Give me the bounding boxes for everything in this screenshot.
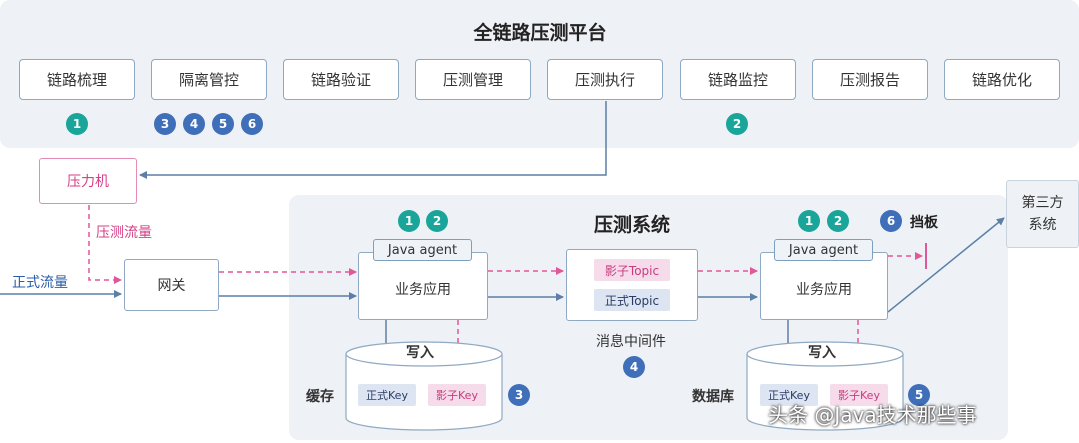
- business-app-right: 业务应用: [760, 252, 888, 320]
- agent-right-badge-1: 1: [798, 210, 820, 232]
- db-label: 数据库: [692, 389, 734, 405]
- db-cylinder: [746, 341, 904, 431]
- cache-shadow-key: 影子Key: [428, 384, 486, 406]
- badge-1: 1: [66, 113, 88, 135]
- agent-right-badge-2: 2: [827, 210, 849, 232]
- stage-link-monitor: 链路监控: [680, 59, 796, 100]
- arrow-app2-to-thirdparty: [887, 217, 1005, 313]
- java-agent-right: Java agent: [774, 239, 873, 261]
- cache-label: 缓存: [306, 389, 334, 405]
- db-real-key: 正式Key: [760, 384, 818, 406]
- stage-isolation-control: 隔离管控: [151, 59, 267, 100]
- third-party-system: 第三方系统: [1006, 180, 1079, 248]
- real-traffic-label: 正式流量: [12, 275, 68, 291]
- stage-test-manage: 压测管理: [415, 59, 531, 100]
- business-app-left-label: 业务应用: [395, 282, 451, 298]
- badge-2: 2: [726, 113, 748, 135]
- business-app-right-label: 业务应用: [796, 282, 852, 298]
- badge-4: 4: [183, 113, 205, 135]
- write-label-db: 写入: [808, 345, 836, 361]
- pressure-traffic-label: 压测流量: [96, 225, 152, 241]
- badge-6: 6: [241, 113, 263, 135]
- cache-cylinder: [345, 341, 503, 431]
- shadow-topic: 影子Topic: [594, 259, 670, 281]
- system-title: 压测系统: [593, 214, 670, 236]
- agent-left-badge-2: 2: [426, 210, 448, 232]
- middleware-badge-4: 4: [623, 356, 645, 378]
- middleware-label: 消息中间件: [596, 334, 666, 350]
- arrow-machine-to-gateway: [88, 205, 122, 284]
- stage-link-verify: 链路验证: [283, 59, 399, 100]
- platform-title: 全链路压测平台: [473, 22, 607, 44]
- baffle-badge-6: 6: [880, 210, 902, 232]
- java-agent-left: Java agent: [373, 239, 472, 261]
- stage-test-execute: 压测执行: [547, 59, 663, 100]
- gateway: 网关: [124, 259, 219, 311]
- arrow-execute-to-machine: [139, 101, 607, 179]
- badge-3: 3: [154, 113, 176, 135]
- cache-badge-3: 3: [508, 384, 530, 406]
- stage-link-optimize: 链路优化: [944, 59, 1060, 100]
- stage-link-sort: 链路梳理: [19, 59, 135, 100]
- db-badge-5: 5: [908, 384, 930, 406]
- db-shadow-key: 影子Key: [830, 384, 888, 406]
- watermark: 头条 @Java技术那些事: [768, 403, 977, 427]
- stage-test-report: 压测报告: [812, 59, 928, 100]
- write-label-cache: 写入: [406, 345, 434, 361]
- business-app-left: 业务应用: [358, 252, 488, 320]
- third-party-label: 第三方系统: [1021, 195, 1064, 233]
- badge-5: 5: [212, 113, 234, 135]
- real-topic: 正式Topic: [594, 289, 670, 311]
- cache-real-key: 正式Key: [358, 384, 416, 406]
- agent-left-badge-1: 1: [398, 210, 420, 232]
- baffle-label: 挡板: [910, 215, 938, 231]
- pressure-machine: 压力机: [39, 158, 137, 204]
